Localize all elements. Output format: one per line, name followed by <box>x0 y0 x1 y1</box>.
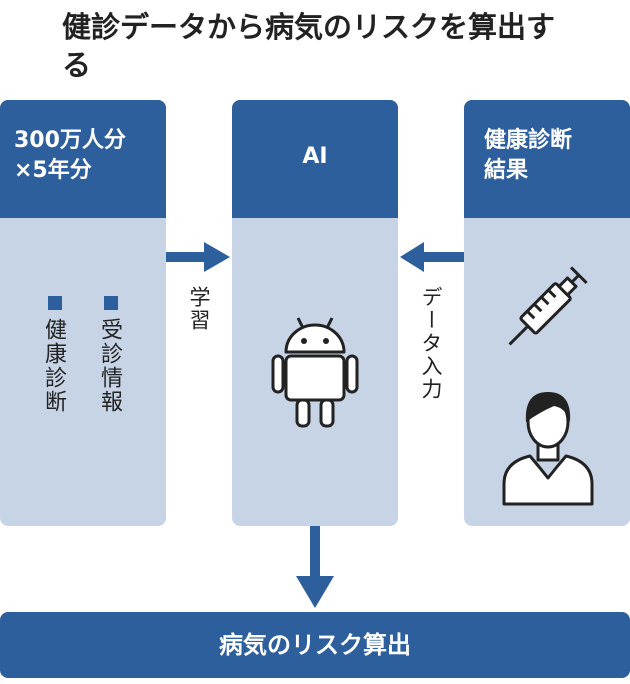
arrow-down-icon <box>296 526 334 608</box>
person-icon <box>502 392 594 506</box>
bullet-square-icon <box>48 296 62 310</box>
learning-label: 学習 <box>187 286 211 332</box>
ai-panel: AI <box>232 100 398 526</box>
checkup-results-header-line1: 健康診断 <box>484 128 573 153</box>
ai-header-label: AI <box>302 144 328 169</box>
checkup-results-panel: 健康診断 結果 <box>464 100 630 526</box>
checkup-results-header-line2: 結果 <box>484 158 529 183</box>
bullet-square-icon <box>104 296 118 310</box>
syringe-icon <box>508 266 588 346</box>
android-robot-icon <box>271 317 359 428</box>
item-consultation-info: 受診情報 <box>97 318 122 414</box>
ai-header: AI <box>232 100 398 218</box>
data-source-header: 300万人分 ×5年分 <box>0 100 166 218</box>
diagram-title: 健診データから病気のリスクを算出する <box>62 10 556 82</box>
risk-calculation-result: 病気のリスク算出 <box>0 612 630 678</box>
data-source-header-line2: ×5年分 <box>14 158 92 183</box>
checkup-results-header: 健康診断 結果 <box>464 100 630 218</box>
item-health-checkup: 健康診断 <box>41 318 66 414</box>
data-input-label: データ入力 <box>419 286 443 401</box>
data-source-panel: 300万人分 ×5年分 健康診断 受診情報 <box>0 100 166 526</box>
arrow-left-icon <box>400 242 464 272</box>
data-source-header-line1: 300万人分 <box>14 128 126 153</box>
arrow-right-icon <box>166 242 230 272</box>
